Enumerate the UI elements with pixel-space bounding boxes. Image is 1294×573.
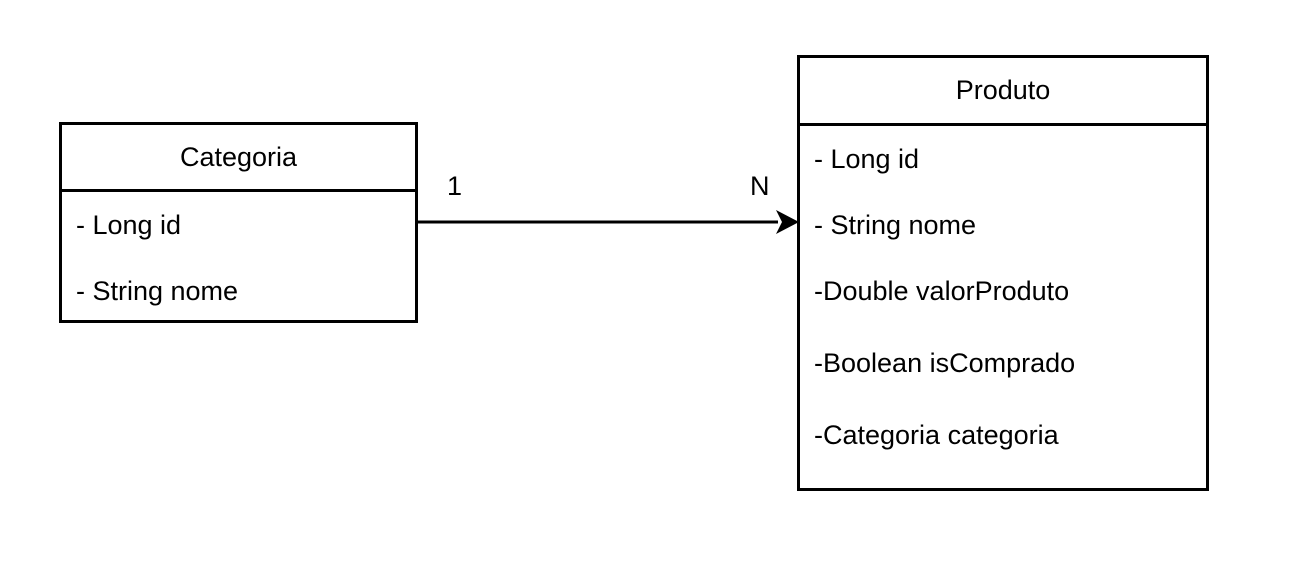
class-produto-header: Produto [800,58,1206,126]
attribute-produto-valor: -Double valorProduto [814,276,1070,306]
attribute-produto-iscomprado: -Boolean isComprado [814,348,1076,378]
class-produto-name: Produto [955,75,1051,105]
attribute-produto-categoria: -Categoria categoria [814,420,1059,450]
attribute-produto-id: - Long id [814,144,920,174]
arrowhead-icon [776,210,799,234]
multiplicity-target: N [750,171,770,201]
attribute-categoria-nome: - String nome [76,276,239,306]
class-produto[interactable]: Produto - Long id - String nome -Double … [797,55,1209,491]
attribute-categoria-id: - Long id [76,210,182,240]
class-categoria[interactable]: Categoria - Long id - String nome [59,122,418,323]
attribute-produto-nome: - String nome [814,210,977,240]
class-categoria-name: Categoria [179,141,298,172]
class-categoria-header: Categoria [62,125,415,192]
multiplicity-source: 1 [447,171,463,201]
